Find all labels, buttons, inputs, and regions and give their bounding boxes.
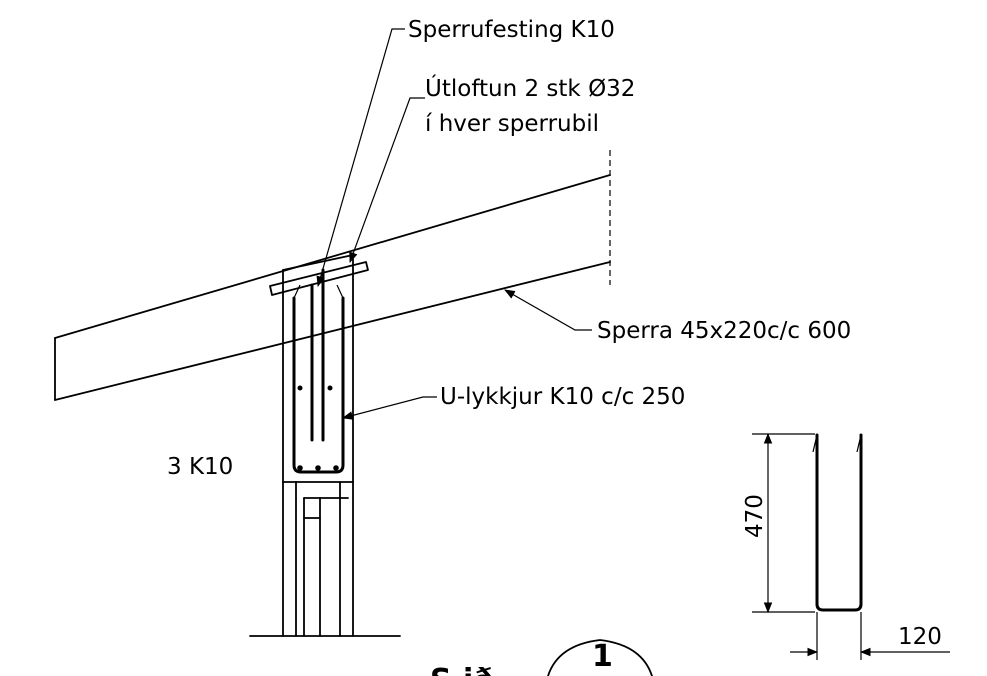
label-u-lykkjur: U-lykkjur K10 c/c 250 bbox=[440, 384, 685, 410]
longitudinal-bars bbox=[297, 385, 339, 471]
dimension-u-height: 470 bbox=[742, 494, 768, 538]
label-sperrufesting: Sperrufesting K10 bbox=[408, 17, 615, 43]
label-bottom-bars: 3 K10 bbox=[167, 454, 233, 480]
concrete-beam bbox=[282, 254, 354, 483]
detail-title bbox=[547, 639, 653, 676]
u-loop-detail bbox=[752, 432, 950, 660]
label-sperra: Sperra 45x220c/c 600 bbox=[597, 318, 851, 344]
dimension-u-width: 120 bbox=[898, 624, 942, 650]
rafter-fastening-plate bbox=[269, 261, 369, 296]
detail-number: 1 bbox=[592, 639, 613, 674]
wall-below bbox=[249, 481, 401, 637]
u-loop-reinforcement bbox=[292, 268, 345, 474]
leader-lines bbox=[316, 28, 592, 420]
rafter bbox=[54, 150, 611, 401]
title-fragment: S.ið bbox=[430, 663, 494, 676]
label-utloftun-line2: í hver sperrubil bbox=[425, 111, 599, 137]
label-utloftun-line1: Útloftun 2 stk Ø32 bbox=[425, 74, 635, 102]
